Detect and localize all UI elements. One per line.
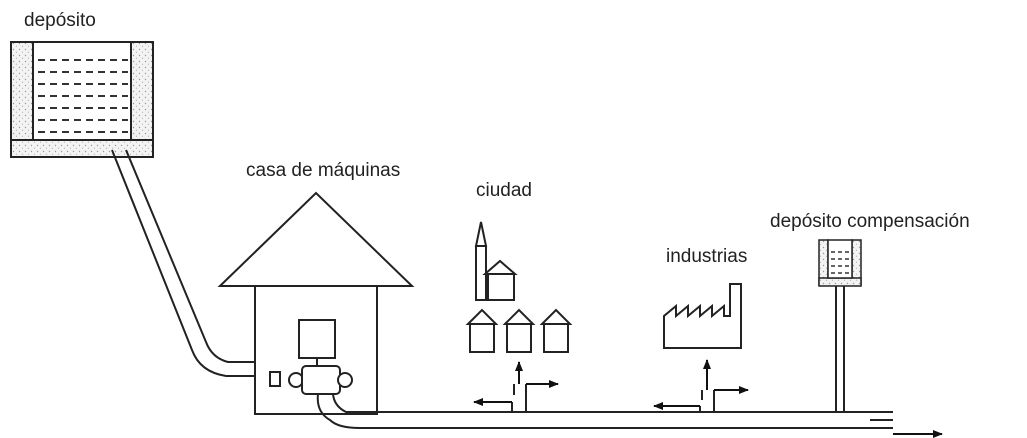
reservoir: [10, 41, 154, 158]
turbine: [301, 365, 341, 395]
label-surge-tank: depósito compensación: [770, 211, 970, 232]
distribution-main: [316, 393, 943, 438]
industries-branch-pipe: [653, 359, 749, 412]
label-industries: industrias: [666, 246, 747, 267]
factory-icon: [663, 283, 742, 349]
valve: [269, 371, 281, 387]
label-powerhouse: casa de máquinas: [246, 160, 400, 181]
city: [465, 221, 573, 412]
city-branch-pipe: [473, 361, 559, 412]
label-city: ciudad: [476, 180, 532, 201]
generator: [298, 319, 336, 359]
house-icon: [465, 308, 499, 353]
penstock-pipe: [111, 149, 272, 377]
industries: [653, 283, 749, 412]
house-icon: [502, 308, 536, 353]
house-icon: [539, 308, 573, 353]
label-reservoir: depósito: [24, 10, 96, 31]
powerhouse: [217, 191, 415, 415]
reservoir-water: [38, 59, 128, 133]
church-icon: [474, 221, 518, 301]
surge-tank: [818, 239, 862, 412]
